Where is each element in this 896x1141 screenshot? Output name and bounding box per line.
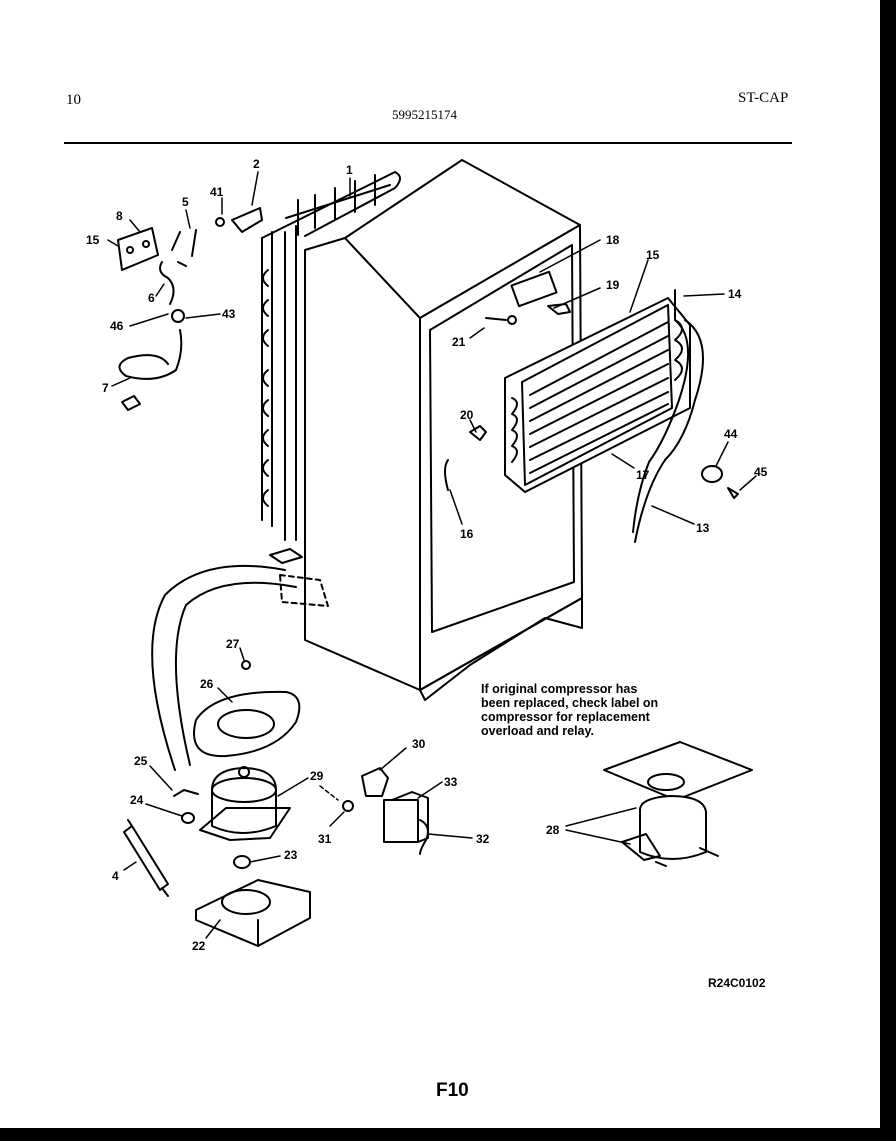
drain-pan (193, 660, 301, 758)
leader-lines (107, 171, 757, 939)
callout-46: 46 (110, 319, 124, 333)
callout-18: 18 (606, 233, 620, 247)
callout-32: 32 (476, 832, 490, 846)
evaporator-assembly (504, 270, 704, 543)
callout-labels: 1 2 41 8 5 15 6 46 43 7 18 15 19 14 21 2… (86, 157, 768, 953)
relay-overload (342, 767, 429, 855)
note-line-1: If original compressor has (481, 682, 638, 696)
callout-28: 28 (546, 823, 560, 837)
callout-17: 17 (636, 468, 650, 482)
note-line-2: been replaced, check label on (481, 696, 659, 710)
callout-22: 22 (192, 939, 206, 953)
callout-44: 44 (724, 427, 738, 441)
replacement-compressor (603, 741, 753, 867)
callout-14: 14 (728, 287, 742, 301)
small-parts-right (444, 315, 739, 499)
callout-5: 5 (182, 195, 189, 209)
callout-41: 41 (210, 185, 224, 199)
cabinet (304, 159, 583, 701)
callout-19: 19 (606, 278, 620, 292)
condenser-coil (261, 171, 401, 564)
compressor (173, 766, 291, 869)
callout-20: 20 (460, 408, 474, 422)
mounting-base (195, 879, 311, 947)
callout-4: 4 (112, 869, 119, 883)
callout-43: 43 (222, 307, 236, 321)
part-number: 5995215174 (392, 107, 457, 122)
callout-1: 1 (346, 163, 353, 177)
callout-13: 13 (696, 521, 710, 535)
page-code: F10 (436, 1080, 469, 1101)
callout-15: 15 (646, 248, 660, 262)
drain-hose (151, 564, 329, 771)
callout-15-left: 15 (86, 233, 100, 247)
callout-45: 45 (754, 465, 768, 479)
page-border-bottom (0, 1128, 896, 1141)
drier (123, 819, 169, 897)
callout-29: 29 (310, 769, 324, 783)
callout-30: 30 (412, 737, 426, 751)
callout-24: 24 (130, 793, 144, 807)
callout-25: 25 (134, 754, 148, 768)
callout-7: 7 (102, 381, 109, 395)
page-number: 10 (66, 92, 81, 108)
small-parts-left (117, 207, 263, 411)
callout-33: 33 (444, 775, 458, 789)
page-border-right (880, 0, 896, 1141)
callout-8: 8 (116, 209, 123, 223)
model-code: ST-CAP (738, 90, 789, 106)
header-rule (64, 142, 792, 144)
callout-6: 6 (148, 291, 155, 305)
note-line-3: compressor for replacement (481, 710, 650, 724)
callout-31: 31 (318, 832, 332, 846)
note-line-4: overload and relay. (481, 724, 595, 738)
diagram-ref-code: R24C0102 (708, 976, 766, 990)
callout-16: 16 (460, 527, 474, 541)
callout-21: 21 (452, 335, 466, 349)
compressor-note: If original compressor has been replaced… (481, 682, 721, 738)
callout-2: 2 (253, 157, 260, 171)
callout-26: 26 (200, 677, 214, 691)
callout-23: 23 (284, 848, 298, 862)
callout-27: 27 (226, 637, 240, 651)
